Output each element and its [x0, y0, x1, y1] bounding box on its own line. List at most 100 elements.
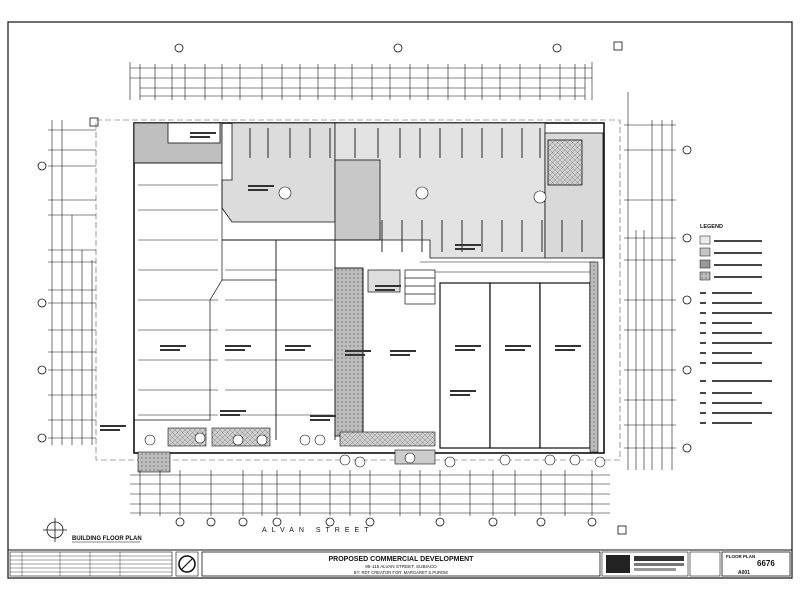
sheet-title: FLOOR PLAN: [726, 554, 755, 559]
annotation-mark: [225, 345, 251, 347]
legend-symbol: [700, 392, 706, 394]
annotation-mark: [455, 248, 475, 250]
legend-text-line: [712, 332, 762, 334]
annotation-mark: [555, 345, 581, 347]
car-park-columns: [278, 186, 547, 204]
annotation-mark: [285, 349, 305, 351]
plan-annotations: [100, 132, 581, 431]
office-floor-grid: [138, 184, 333, 416]
tree-symbol: [299, 434, 311, 446]
grid-bubbles-left: [37, 117, 99, 443]
parking-bays: [249, 128, 583, 252]
annotation-mark: [505, 345, 531, 347]
legend-text-line: [712, 402, 762, 404]
annotation-mark: [100, 425, 126, 427]
legend-text-line: [712, 302, 762, 304]
annotation-mark: [450, 394, 470, 396]
architect-logo: [606, 555, 684, 573]
legend-symbol: [700, 412, 706, 414]
legend-panel: LEGEND: [699, 224, 723, 281]
legend-text-line: [712, 422, 752, 424]
annotation-mark: [505, 349, 525, 351]
legend-symbol: [700, 352, 706, 354]
office-block-left: [134, 162, 276, 421]
annotation-mark: [455, 349, 475, 351]
top-dimension-ticks: [139, 64, 586, 100]
legend-title: LEGEND: [700, 224, 723, 230]
company-logo-mark: [178, 555, 196, 573]
tree-symbol: [314, 434, 326, 446]
tree-symbol: [594, 456, 606, 468]
project-client: BY: RDT CREATOR FOR: MARGARET S.PURDIE: [354, 570, 449, 575]
annotation-mark: [455, 345, 481, 347]
grid-bubbles-right: [682, 145, 692, 453]
legend-text-lines: [700, 240, 772, 424]
legend-symbol: [700, 292, 706, 294]
top-dimensions: [129, 62, 593, 100]
annotation-mark: [375, 289, 395, 291]
legend-symbol: [700, 302, 706, 304]
car-park-area: [133, 122, 604, 259]
tree-symbol: [404, 452, 416, 464]
legend-symbol: [700, 380, 706, 382]
annotation-mark: [160, 349, 180, 351]
annotation-mark: [225, 349, 245, 351]
landscape-strip: [137, 427, 436, 473]
legend-text-line: [712, 380, 772, 382]
project-title: PROPOSED COMMERCIAL DEVELOPMENT: [329, 556, 475, 563]
landscape-trees: [144, 432, 606, 468]
sheet-code: A001: [738, 570, 750, 576]
legend-text-line: [714, 276, 762, 278]
revision-table: [10, 552, 172, 576]
legend-text-line: [714, 264, 762, 266]
annotation-mark: [450, 390, 476, 392]
drawing-number: 6676: [757, 559, 775, 568]
legend-text-line: [712, 342, 772, 344]
annotation-mark: [160, 345, 186, 347]
legend-text-line: [712, 352, 752, 354]
shop-tenancies-frontage: [420, 261, 599, 453]
annotation-mark: [390, 350, 416, 352]
annotation-mark: [248, 189, 268, 191]
tree-symbol: [232, 434, 244, 446]
legend-text-line: [712, 412, 772, 414]
tree-symbol: [354, 456, 366, 468]
street-name-label: ALVAN STREET: [262, 527, 373, 534]
legend-text-line: [712, 392, 752, 394]
tree-symbol: [144, 434, 156, 446]
project-address: 95-115 ALVAN STREET, SUBIACO: [365, 564, 437, 569]
legend-text-line: [712, 292, 752, 294]
right-dimensions: [627, 92, 673, 470]
grid-bubbles-bottom: [175, 517, 627, 535]
annotation-mark: [455, 244, 481, 246]
title-block: [8, 549, 792, 577]
left-dimensions: [51, 120, 93, 445]
annotation-mark: [190, 136, 210, 138]
annotation-mark: [390, 354, 410, 356]
tree-symbol: [544, 454, 556, 466]
tree-symbol: [256, 434, 268, 446]
tree-symbol: [339, 454, 351, 466]
legend-symbol: [700, 402, 706, 404]
annotation-mark: [555, 349, 575, 351]
left-dimension-ticks: [48, 129, 96, 439]
bottom-dimension-ticks: [139, 470, 593, 516]
annotation-mark: [345, 350, 371, 352]
legend-symbol: [700, 332, 706, 334]
legend-text-line: [712, 312, 772, 314]
legend-text-line: [714, 252, 762, 254]
annotation-mark: [310, 419, 330, 421]
legend-symbol: [700, 322, 706, 324]
annotation-mark: [375, 285, 401, 287]
legend-symbol: [700, 422, 706, 424]
sheet-border: [7, 21, 793, 579]
annotation-mark: [310, 415, 336, 417]
annotation-mark: [285, 345, 311, 347]
legend-symbol: [700, 312, 706, 314]
tree-symbol: [194, 432, 206, 444]
legend-text-line: [714, 240, 762, 242]
annotation-mark: [220, 410, 246, 412]
annotation-mark: [100, 429, 120, 431]
annotation-mark: [345, 354, 365, 356]
